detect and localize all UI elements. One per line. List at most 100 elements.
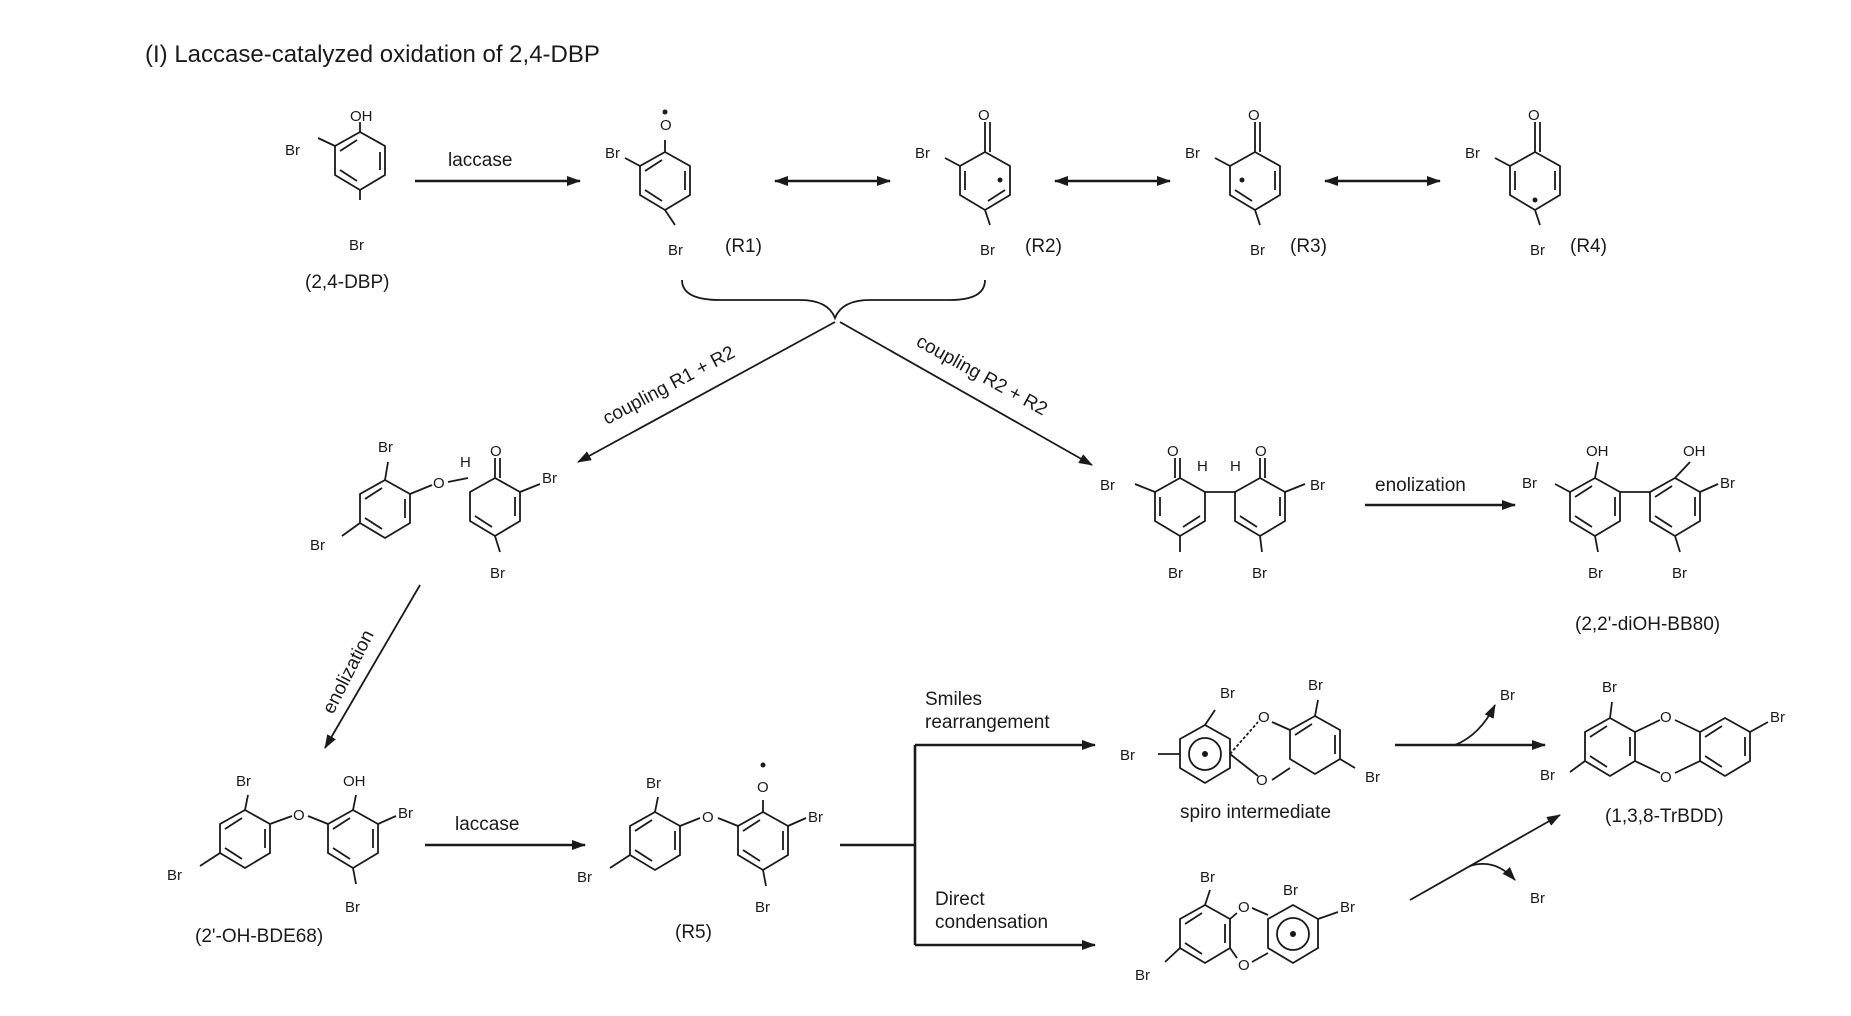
molecule-r3: O Br Br (R3): [1185, 107, 1327, 259]
molecule-r2: O Br Br (R2): [915, 107, 1062, 259]
atom-label: O: [978, 107, 990, 124]
label-spiro-intermediate: spiro intermediate: [1180, 802, 1331, 823]
atom-label: Br: [577, 869, 592, 886]
arrow-coupling-r2-r2: [839, 321, 1093, 466]
molecule-r4: O Br Br (R4): [1465, 107, 1607, 259]
molecule-2-oh-bde68: Br Br O OH Br Br (2'-OH-BDE68): [167, 773, 413, 947]
atom-label: OH: [350, 108, 373, 125]
atom-label: Br: [1220, 685, 1235, 702]
atom-label: Br: [1308, 677, 1323, 694]
leaving-br-top: Br: [1500, 687, 1515, 704]
scheme-title: (I) Laccase-catalyzed oxidation of 2,4-D…: [145, 41, 600, 68]
reagent-smiles-line1: Smiles: [925, 689, 982, 710]
atom-label: Br: [808, 809, 823, 826]
atom-label: OH: [1586, 443, 1609, 460]
label-2-oh-bde68: (2'-OH-BDE68): [195, 926, 323, 947]
molecule-r1: O Br Br (R1): [605, 109, 762, 259]
reagent-direct-line1: Direct: [935, 889, 985, 910]
atom-label: O: [1238, 957, 1250, 974]
atom-label: H: [1197, 458, 1208, 475]
atom-label: O: [1660, 769, 1672, 786]
brace-r1-r2: [681, 279, 986, 321]
atom-label: Br: [1602, 679, 1617, 696]
arrow-coupling-r1-r2: [577, 321, 836, 463]
arrow-br-leaving-top: [1454, 704, 1496, 746]
molecule-r5: Br Br O O Br Br (R5): [577, 762, 823, 943]
atom-label: O: [1238, 899, 1250, 916]
molecule-2-2-dioh-bb80: OH Br Br OH Br Br (2,2'-diOH-BB80): [1522, 443, 1735, 635]
atom-label: Br: [1120, 747, 1135, 764]
branch-bracket: [840, 740, 1096, 950]
label-r5: (R5): [675, 922, 712, 943]
atom-label: Br: [1168, 565, 1183, 582]
atom-label: O: [1255, 443, 1267, 460]
atom-label: Br: [1185, 145, 1200, 162]
atom-label: H: [1230, 458, 1241, 475]
reagent-smiles-line2: rearrangement: [925, 712, 1050, 733]
atom-label: Br: [605, 145, 620, 162]
atom-label: O: [1528, 107, 1540, 124]
atom-label: O: [702, 809, 714, 826]
leaving-br-bottom: Br: [1530, 890, 1545, 907]
molecule-diketone-dimer: O Br Br H H O Br Br: [1100, 443, 1325, 582]
atom-label: Br: [1588, 565, 1603, 582]
atom-label: O: [1258, 709, 1270, 726]
label-2-4-dbp: (2,4-DBP): [305, 272, 389, 293]
atom-label: Br: [1522, 475, 1537, 492]
atom-label: Br: [646, 775, 661, 792]
atom-label: Br: [1135, 967, 1150, 984]
atom-label: Br: [1310, 477, 1325, 494]
molecule-spiro-intermediate: Br Br O O Br Br spiro intermediate: [1120, 677, 1380, 823]
atom-label: Br: [1770, 709, 1785, 726]
atom-label: Br: [980, 242, 995, 259]
atom-label: Br: [1283, 882, 1298, 899]
atom-label: O: [293, 807, 305, 824]
atom-label: Br: [1540, 767, 1555, 784]
atom-label: Br: [236, 773, 251, 790]
atom-label: OH: [343, 773, 366, 790]
label-r3: (R3): [1290, 236, 1327, 257]
atom-label: O: [433, 475, 445, 492]
label-r2: (R2): [1025, 236, 1062, 257]
molecule-1-3-8-trbdd: Br Br O O Br (1,3,8-TrBDD): [1540, 679, 1785, 827]
atom-label: O: [660, 117, 672, 134]
atom-label: Br: [1250, 242, 1265, 259]
label-r4: (R4): [1570, 236, 1607, 257]
arrow-enolization-left: [324, 584, 421, 749]
atom-label: Br: [1365, 769, 1380, 786]
atom-label: Br: [542, 470, 557, 487]
atom-label: O: [1167, 443, 1179, 460]
label-2-2-dioh-bb80: (2,2'-diOH-BB80): [1575, 614, 1720, 635]
atom-label: Br: [1100, 477, 1115, 494]
reagent-laccase-bottom: laccase: [455, 814, 519, 835]
atom-label: Br: [378, 439, 393, 456]
atom-label: Br: [1340, 899, 1355, 916]
atom-label: OH: [1683, 443, 1706, 460]
label-r1: (R1): [725, 236, 762, 257]
arrow-condensation-to-trbdd: [1409, 814, 1561, 901]
atom-label: Br: [490, 565, 505, 582]
atom-label: O: [1248, 107, 1260, 124]
atom-label: Br: [349, 237, 364, 254]
atom-label: Br: [1252, 565, 1267, 582]
atom-label: Br: [285, 142, 300, 159]
atom-label: Br: [915, 145, 930, 162]
atom-label: O: [1660, 709, 1672, 726]
atom-label: Br: [1720, 475, 1735, 492]
atom-label: Br: [167, 867, 182, 884]
atom-label: Br: [398, 805, 413, 822]
reagent-laccase-top: laccase: [448, 150, 512, 171]
atom-label: Br: [1200, 869, 1215, 886]
reagent-enolization-right: enolization: [1375, 475, 1466, 496]
molecule-condensation-intermediate: Br Br O O Br Br: [1135, 869, 1355, 984]
reagent-direct-line2: condensation: [935, 912, 1048, 933]
atom-label: Br: [755, 899, 770, 916]
molecule-ether-ketone-intermediate: Br Br O O H Br Br: [310, 439, 557, 582]
atom-label: Br: [345, 899, 360, 916]
atom-label: Br: [310, 537, 325, 554]
label-1-3-8-trbdd: (1,3,8-TrBDD): [1605, 806, 1724, 827]
atom-label: Br: [1465, 145, 1480, 162]
atom-label: O: [490, 443, 502, 460]
atom-label: Br: [668, 242, 683, 259]
